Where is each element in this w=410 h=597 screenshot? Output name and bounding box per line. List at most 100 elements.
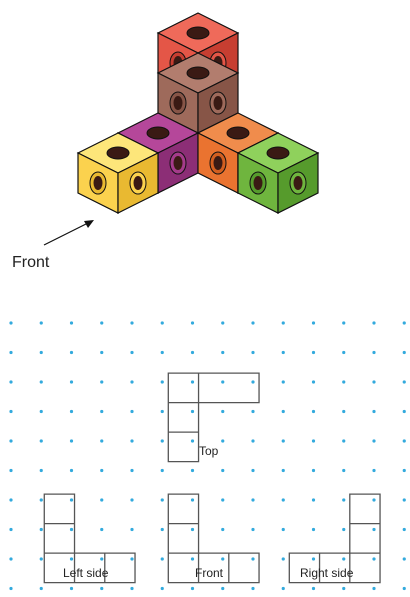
grid-dot [9, 380, 13, 384]
grid-dot [251, 468, 255, 473]
orange-top-hole [226, 126, 250, 140]
grid-dot [39, 557, 43, 561]
grid-dot [251, 527, 255, 532]
grid-dot [402, 439, 406, 443]
grid-dot [100, 557, 104, 561]
grid-dot [9, 409, 13, 414]
grid-dot [311, 527, 316, 532]
grid-dot [221, 586, 225, 591]
left-side-view-label: Left side [63, 566, 109, 580]
grid-dot [311, 468, 316, 473]
green-right-hole-inner [293, 176, 303, 190]
cube-structure [43, 12, 320, 246]
left-view-inner-lines [44, 522, 106, 583]
grid-dot [221, 380, 225, 384]
grid-dot [402, 409, 406, 414]
grid-dot [372, 498, 376, 502]
grid-dot [221, 498, 225, 502]
grid-dot [311, 350, 316, 355]
grid-dot [342, 527, 346, 532]
grid-dot [221, 321, 225, 325]
grid-dot [160, 409, 164, 414]
grid-dot [281, 350, 285, 355]
grid-dot [100, 439, 104, 443]
grid-dot [190, 321, 195, 325]
grid-dot [100, 409, 104, 414]
grid-dot [342, 498, 346, 502]
red-top-hole [186, 26, 210, 40]
grid-dot [402, 468, 406, 473]
grid-dot [221, 350, 225, 355]
grid-dot [342, 586, 346, 591]
grid-dot [221, 468, 225, 473]
grid-dot [69, 409, 74, 414]
grid-dot [130, 527, 134, 532]
grid-dot [281, 380, 285, 384]
grid-dot [160, 586, 164, 591]
grid-dot [311, 586, 316, 591]
grid-dot [100, 321, 104, 325]
grid-dot [372, 380, 376, 384]
dot-grid [9, 321, 406, 591]
grid-dot [251, 409, 255, 414]
grid-dot [342, 380, 346, 384]
grid-dot [190, 439, 195, 443]
front-arrow [43, 221, 91, 246]
grid-dot [281, 468, 285, 473]
grid-dot [130, 498, 134, 502]
grid-dot [190, 557, 195, 561]
grid-dot [342, 409, 346, 414]
grid-dot [100, 586, 104, 591]
grid-dot [281, 557, 285, 561]
purple-top-hole [146, 126, 170, 140]
left-view-outline [43, 493, 136, 584]
grid-dot [402, 557, 406, 561]
grid-dot [281, 439, 285, 443]
grid-dot [402, 321, 406, 325]
grid-dot [311, 409, 316, 414]
grid-dot [9, 439, 13, 443]
grid-dot [100, 380, 104, 384]
grid-dot [221, 557, 225, 561]
green-cube [236, 132, 320, 214]
brown-right-hole-inner [213, 96, 223, 110]
grid-dot [402, 586, 406, 591]
grid-dot [190, 468, 195, 473]
grid-dot [342, 468, 346, 473]
grid-dot [251, 350, 255, 355]
grid-dot [39, 586, 43, 591]
grid-dot [130, 350, 134, 355]
grid-dot [281, 409, 285, 414]
top-view-label: Top [199, 444, 219, 458]
grid-dot [100, 350, 104, 355]
grid-dot [39, 439, 43, 443]
grid-dot [9, 586, 13, 591]
grid-dot [69, 350, 74, 355]
grid-dot [372, 409, 376, 414]
right-side-view-label: Right side [300, 566, 354, 580]
brown-cube [156, 52, 240, 134]
grid-dot [342, 350, 346, 355]
grid-dot [251, 439, 255, 443]
grid-dot [281, 527, 285, 532]
front-view-outline [167, 493, 260, 584]
grid-dot [190, 409, 195, 414]
grid-dot [69, 557, 74, 561]
grid-dot [372, 527, 376, 532]
grid-dot [9, 468, 13, 473]
grid-dot [402, 527, 406, 532]
grid-dot [69, 498, 74, 502]
grid-dot [39, 409, 43, 414]
grid-dot [190, 527, 195, 532]
grid-dot [39, 380, 43, 384]
grid-dot [190, 380, 195, 384]
grid-dot [190, 350, 195, 355]
grid-dot [69, 586, 74, 591]
yellow-left-hole-inner [93, 176, 103, 190]
grid-dot [190, 498, 195, 502]
grid-dot [69, 439, 74, 443]
grid-dot [311, 498, 316, 502]
grid-dot [221, 439, 225, 443]
grid-dot [372, 557, 376, 561]
